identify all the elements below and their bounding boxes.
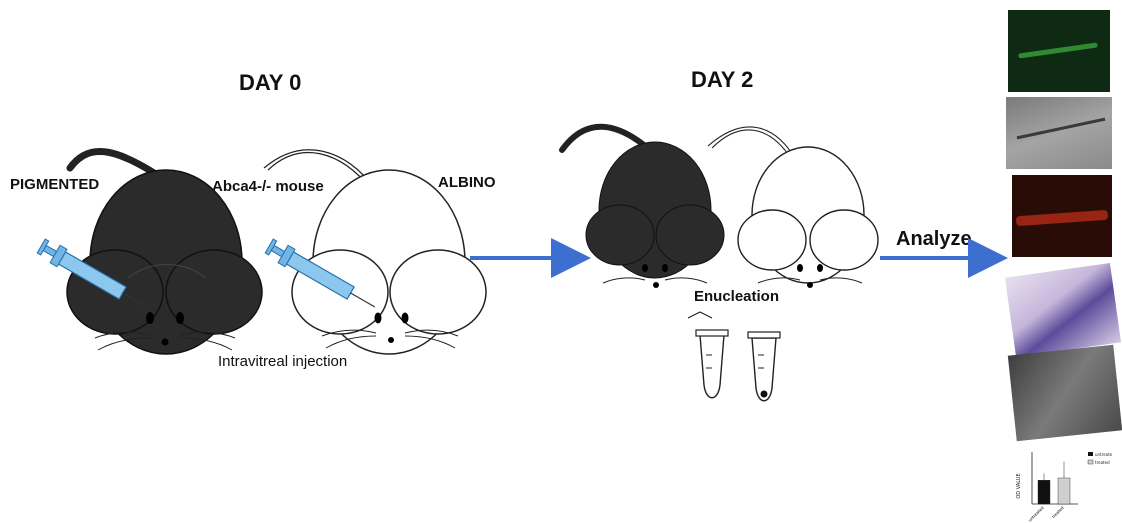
chart-ylabel: OD VALUE [1016, 473, 1022, 498]
fluorescence-green-panel [1008, 10, 1110, 92]
brightfield-panel [1006, 97, 1112, 169]
x-tick-label: untreated [1027, 505, 1045, 522]
histology-panel [1005, 263, 1121, 357]
pigmented-mouse-day2 [562, 127, 724, 288]
electron-micrograph-panel [1008, 345, 1122, 442]
albino-mouse-day2 [708, 127, 878, 288]
eppendorf-tube-icon [748, 332, 780, 401]
fluorescence-red-panel [1012, 175, 1112, 257]
legend-label: untreated [1095, 452, 1112, 457]
eppendorf-tube-icon [688, 312, 728, 398]
od-value-chart: OD VALUE untreated treated untreated trea… [1012, 444, 1112, 522]
albino-mouse-day0 [264, 150, 486, 354]
x-tick-label: treated [1051, 505, 1065, 519]
legend-label: treated [1095, 460, 1110, 465]
pigmented-mouse-day0 [67, 151, 262, 354]
bar-untreated [1038, 480, 1050, 504]
bar-treated [1058, 478, 1070, 504]
chart-legend: untreated treated [1088, 452, 1112, 465]
